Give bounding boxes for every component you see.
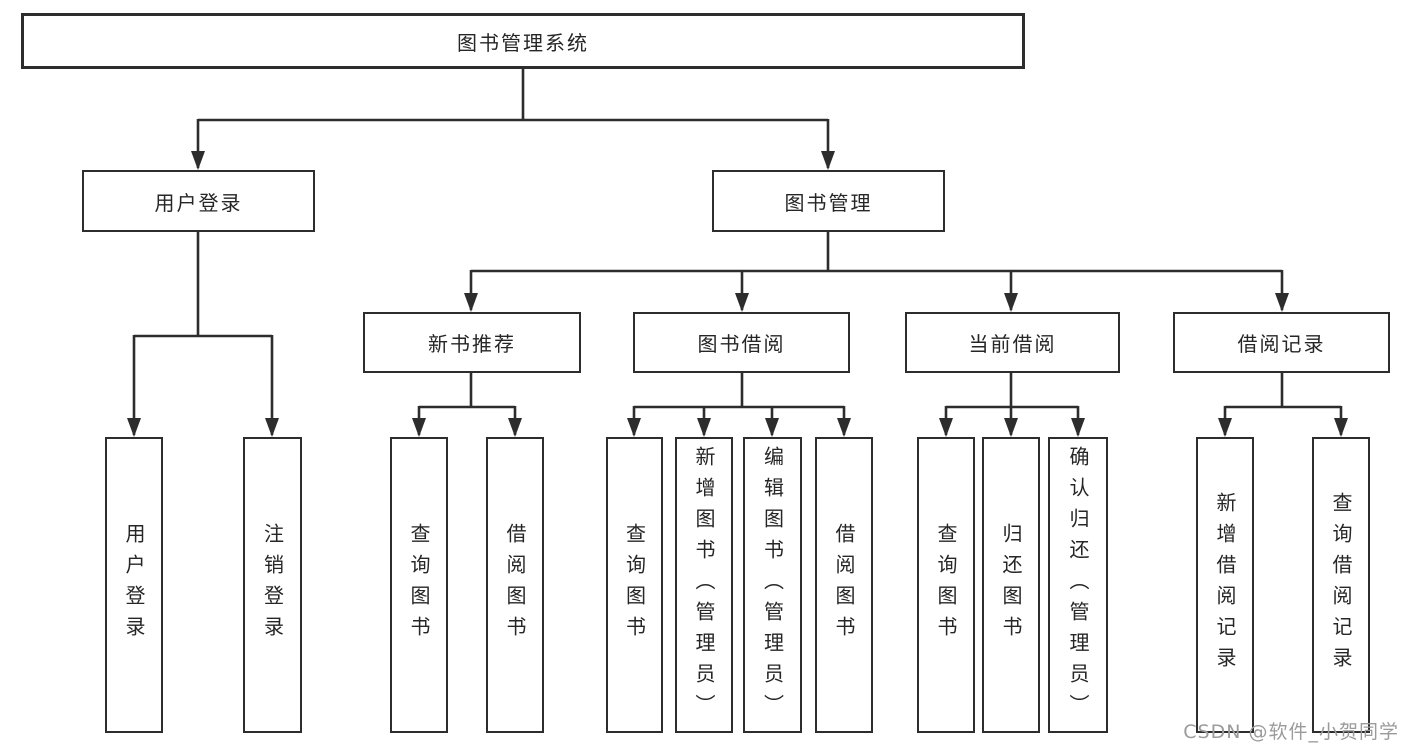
node-user-login: 用户登录 bbox=[82, 170, 315, 232]
csdn-watermark: CSDN @软件_小贺同学 bbox=[1183, 721, 1399, 743]
leaf-newbook-query-books: 查询图书 bbox=[390, 437, 448, 733]
leaf-logout-login: 注销登录 bbox=[243, 437, 302, 733]
leaf-label: 新增图书（管理员） bbox=[692, 445, 716, 725]
leaf-borrow-borrow-books: 借阅图书 bbox=[815, 437, 873, 733]
node-label: 图书管理系统 bbox=[457, 30, 589, 55]
leaf-label: 归还图书 bbox=[999, 523, 1023, 647]
leaf-user-login: 用户登录 bbox=[105, 437, 163, 733]
leaf-records-query-record: 查询借阅记录 bbox=[1312, 437, 1370, 733]
node-book-borrow: 图书借阅 bbox=[633, 312, 850, 373]
node-label: 借阅记录 bbox=[1237, 332, 1326, 356]
node-borrow-records: 借阅记录 bbox=[1173, 312, 1390, 373]
leaf-borrow-add-books-admin: 新增图书（管理员） bbox=[675, 437, 733, 733]
node-label: 图书借阅 bbox=[697, 332, 786, 356]
leaf-label: 借阅图书 bbox=[832, 523, 856, 647]
leaf-label: 用户登录 bbox=[122, 523, 146, 647]
leaf-records-add-record: 新增借阅记录 bbox=[1196, 437, 1254, 733]
node-current-borrow: 当前借阅 bbox=[905, 312, 1120, 373]
leaf-label: 确认归还（管理员） bbox=[1066, 445, 1090, 725]
leaf-borrow-query-books: 查询图书 bbox=[606, 437, 663, 733]
node-label: 新书推荐 bbox=[428, 332, 516, 356]
node-label: 用户登录 bbox=[154, 190, 243, 215]
leaf-label: 编辑图书（管理员） bbox=[760, 445, 785, 725]
leaf-borrow-edit-books-admin: 编辑图书（管理员） bbox=[743, 437, 802, 733]
leaf-newbook-borrow-books: 借阅图书 bbox=[486, 437, 544, 733]
node-label: 当前借阅 bbox=[968, 332, 1057, 356]
leaf-label: 查询借阅记录 bbox=[1329, 492, 1353, 678]
leaf-current-query-books: 查询图书 bbox=[917, 437, 975, 733]
node-library-system: 图书管理系统 bbox=[21, 13, 1025, 69]
leaf-label: 注销登录 bbox=[260, 523, 285, 647]
node-label: 图书管理 bbox=[784, 190, 873, 215]
leaf-label: 借阅图书 bbox=[503, 523, 527, 647]
leaf-current-return-books: 归还图书 bbox=[982, 437, 1040, 733]
leaf-label: 查询图书 bbox=[622, 523, 647, 647]
node-new-book-recommend: 新书推荐 bbox=[363, 312, 581, 373]
leaf-label: 新增借阅记录 bbox=[1213, 492, 1237, 678]
node-book-management: 图书管理 bbox=[712, 170, 945, 232]
leaf-label: 查询图书 bbox=[407, 523, 431, 647]
leaf-current-confirm-return-admin: 确认归还（管理员） bbox=[1048, 437, 1108, 733]
leaf-label: 查询图书 bbox=[934, 523, 958, 647]
